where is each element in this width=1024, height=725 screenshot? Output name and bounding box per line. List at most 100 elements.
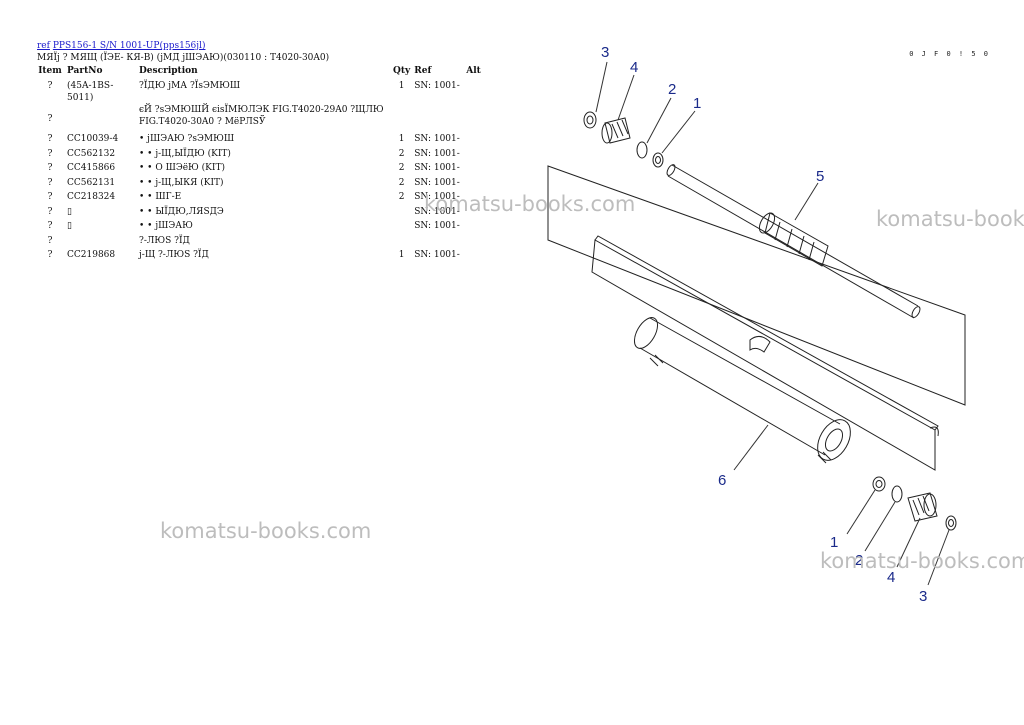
lower-seal-parts xyxy=(872,476,957,531)
row-description: • • j-Щ,ЫЇДЮ (KIT) xyxy=(139,148,231,159)
callout-number: 1 xyxy=(830,534,838,551)
page-title: МЯЇj ? МЯЩ (ЇЭЕ- КЯ-В) (jМД jШЭАЮ)(03011… xyxy=(37,53,330,63)
table-row: ? ?-ЛЮS ?ЇД xyxy=(35,235,488,250)
row-qty xyxy=(391,206,412,221)
row-description: j-Щ ?-ЛЮS ?ЇД xyxy=(139,250,209,260)
row-qty xyxy=(391,104,412,133)
row-alt xyxy=(464,104,488,133)
row-qty: 2 xyxy=(398,148,405,159)
row-ref: SN: 1001- xyxy=(414,148,460,159)
row-item: ? xyxy=(47,192,53,202)
header-alt: Alt xyxy=(466,66,481,76)
parts-table: Item PartNo Description Qty Ref Alt ? (4… xyxy=(35,66,488,264)
callout-number: 2 xyxy=(855,552,863,569)
table-row: ? ▯ • • jШЭАЮ SN: 1001- xyxy=(35,220,488,235)
row-description: єЙ ?sЭМЮШЙ єisЇМЮЛЭК FIG.T4020-29A0 ?ЩЛЮ… xyxy=(139,105,384,127)
row-alt xyxy=(464,148,488,163)
model-link[interactable]: PPS156-1 S/N 1001-UP(pps156jl) xyxy=(52,41,206,51)
row-partno: ▯ xyxy=(67,206,72,217)
header-partno: PartNo xyxy=(67,66,103,76)
header-qty: Qty xyxy=(393,66,411,76)
callout-number: 6 xyxy=(718,472,726,489)
row-item: ? xyxy=(47,148,53,159)
table-row: ? ▯ • • ЫЇДЮ,ЛЯSДЭ SN: 1001- xyxy=(35,206,488,221)
row-alt xyxy=(464,133,488,148)
table-row: ? CC219868 j-Щ ?-ЛЮS ?ЇД 1 SN: 1001- xyxy=(35,249,488,264)
callout-number: 3 xyxy=(601,44,609,61)
table-row: ? CC562131 • • j-Щ,ЫКЯ (KIT) 2 SN: 1001- xyxy=(35,177,488,192)
row-item: ? xyxy=(47,81,53,91)
table-row: ? CC562132 • • j-Щ,ЫЇДЮ (KIT) 2 SN: 1001… xyxy=(35,148,488,163)
row-description: ?-ЛЮS ?ЇД xyxy=(139,235,190,246)
table-row: ? CC10039-4 • jШЭАЮ ?sЭМЮШ 1 SN: 1001- xyxy=(35,133,488,148)
row-qty: 1 xyxy=(398,81,405,91)
row-ref: SN: 1001- xyxy=(414,134,460,144)
row-alt xyxy=(464,249,488,264)
watermark: komatsu-books.com xyxy=(160,519,372,543)
row-description: • • О ШЭёЮ (KIT) xyxy=(139,163,225,173)
page-reference: 0 J F 0 ! 5 0 xyxy=(909,50,990,58)
row-ref: SN: 1001- xyxy=(414,163,460,173)
row-item: ? xyxy=(47,177,53,188)
table-row: ? єЙ ?sЭМЮШЙ єisЇМЮЛЭК FIG.T4020-29A0 ?Щ… xyxy=(35,104,488,133)
row-alt xyxy=(464,80,488,104)
row-partno xyxy=(65,235,137,250)
row-item: ? xyxy=(47,250,53,260)
leader-lines xyxy=(595,61,950,586)
background-plane xyxy=(547,165,966,406)
table-row: ? CC415866 • • О ШЭёЮ (KIT) 2 SN: 1001- xyxy=(35,162,488,177)
row-ref: SN: 1001- xyxy=(414,177,460,188)
row-partno: (45A-1BS-5011) xyxy=(67,81,114,103)
row-partno: ▯ xyxy=(67,221,72,231)
row-partno xyxy=(65,104,137,133)
row-description: ?ЇДЮ jМА ?ЇsЭМЮШ xyxy=(139,81,241,91)
watermark: komatsu-books.com xyxy=(876,207,1024,231)
row-item: ? xyxy=(47,134,53,144)
row-item: ? xyxy=(47,206,53,217)
callout-number: 5 xyxy=(816,168,824,185)
row-ref: SN: 1001- xyxy=(414,221,460,231)
row-description: • • j-Щ,ЫКЯ (KIT) xyxy=(139,177,224,188)
row-qty xyxy=(391,220,412,235)
header-description: Description xyxy=(139,66,198,76)
breadcrumb: ref PPS156-1 S/N 1001-UP(pps156jl) xyxy=(37,40,205,52)
callout-number: 1 xyxy=(693,95,701,112)
table-row: ? CC218324 • • ШГ-Е 2 SN: 1001- xyxy=(35,191,488,206)
row-ref: SN: 1001- xyxy=(414,192,460,202)
row-item: ? xyxy=(47,221,53,231)
row-ref: SN: 1001- xyxy=(414,81,460,91)
row-qty: 2 xyxy=(398,192,405,202)
row-ref xyxy=(412,104,464,133)
row-partno: CC219868 xyxy=(67,250,116,260)
row-description: • • jШЭАЮ xyxy=(139,221,193,231)
row-description: • • ШГ-Е xyxy=(139,192,182,202)
row-item: ? xyxy=(47,235,53,246)
part-callouts: 3 4 2 1 5 6 1 2 4 3 xyxy=(601,44,927,605)
row-ref xyxy=(412,235,464,250)
watermark: komatsu-books.com xyxy=(820,549,1024,573)
row-ref: SN: 1001- xyxy=(414,250,460,260)
row-alt xyxy=(464,162,488,177)
callout-number: 4 xyxy=(630,59,638,76)
callout-number: 2 xyxy=(668,81,676,98)
table-row: ? (45A-1BS-5011) ?ЇДЮ jМА ?ЇsЭМЮШ 1 SN: … xyxy=(35,80,488,104)
row-partno: CC218324 xyxy=(67,192,116,202)
row-qty: 1 xyxy=(398,250,405,260)
row-qty: 2 xyxy=(398,177,405,188)
ref-link-label[interactable]: ref xyxy=(37,41,50,51)
cylinder-tube xyxy=(633,317,851,464)
row-partno: CC10039-4 xyxy=(67,134,119,144)
row-item: ? xyxy=(47,113,53,124)
row-qty: 2 xyxy=(398,163,405,173)
row-alt xyxy=(464,220,488,235)
row-description: • • ЫЇДЮ,ЛЯSДЭ xyxy=(139,206,224,217)
row-partno: CC415866 xyxy=(67,163,116,173)
header-item: Item xyxy=(38,66,62,76)
header-ref: Ref xyxy=(414,66,432,76)
row-item: ? xyxy=(47,163,53,173)
row-description: • jШЭАЮ ?sЭМЮШ xyxy=(139,134,235,144)
row-alt xyxy=(464,177,488,192)
callout-number: 3 xyxy=(919,588,927,605)
row-partno: CC562132 xyxy=(67,148,116,159)
piston-rod xyxy=(666,164,921,319)
